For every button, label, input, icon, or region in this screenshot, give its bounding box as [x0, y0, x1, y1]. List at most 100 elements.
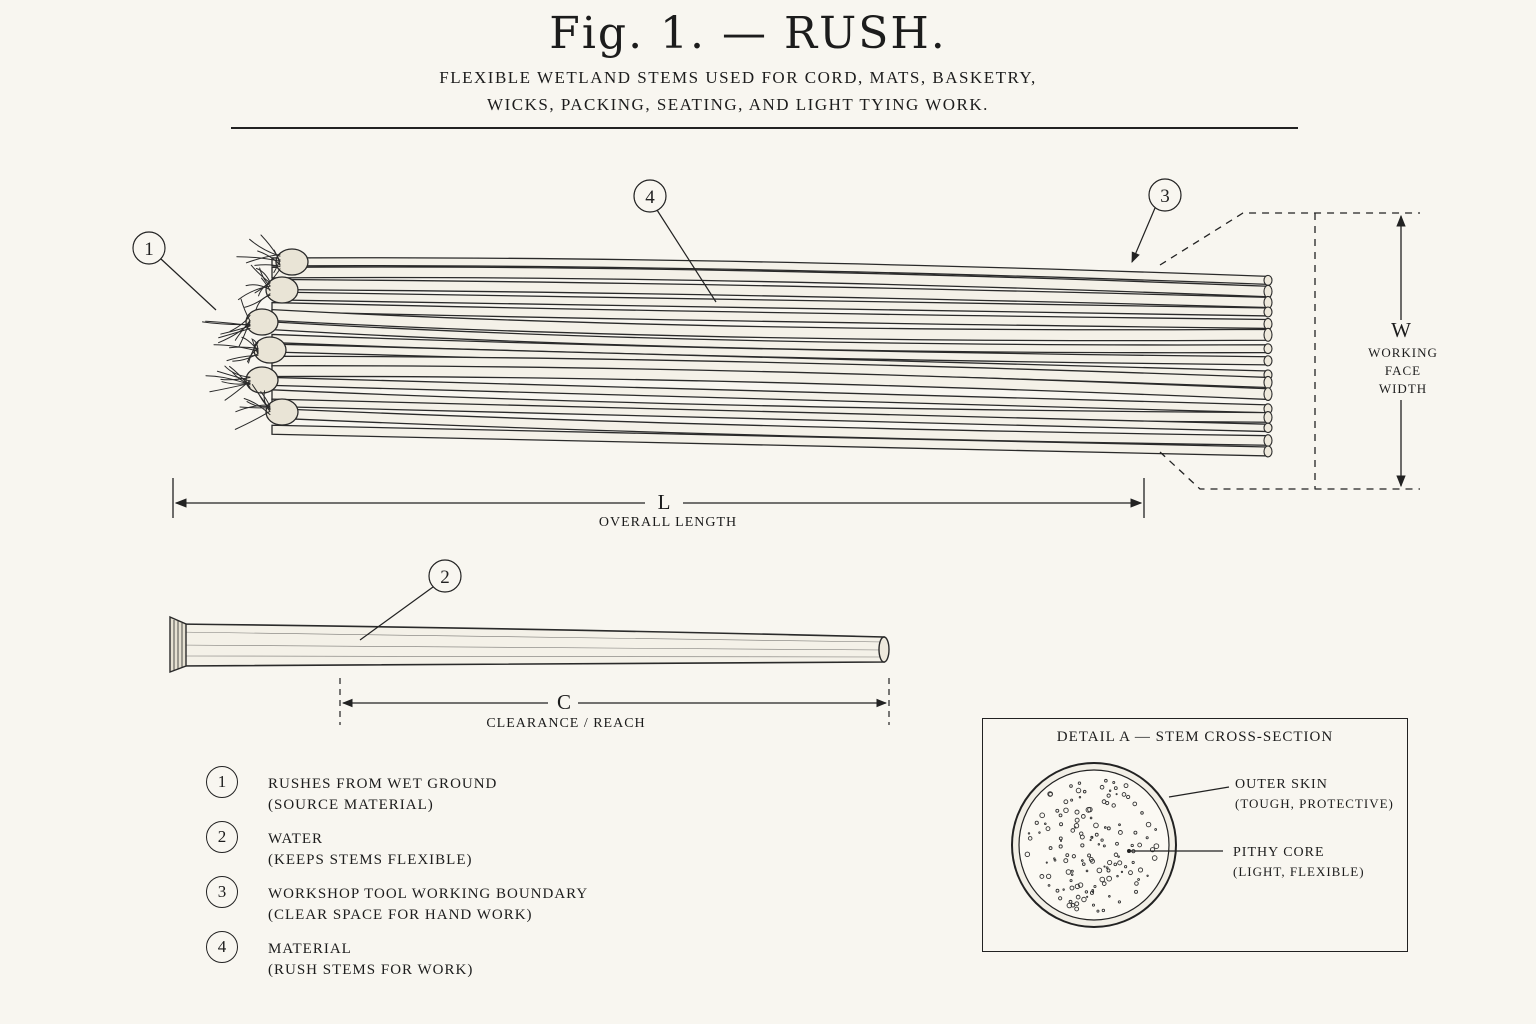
- pith-cell: [1126, 794, 1131, 800]
- pith-cell: [1105, 866, 1109, 870]
- detail-a-box: DETAIL A — STEM CROSS-SECTION OUTER SKIN…: [982, 718, 1408, 952]
- rush-root: [263, 390, 271, 412]
- pith-cell: [1117, 900, 1121, 904]
- pith-cell: [1128, 870, 1133, 876]
- pith-cell: [1096, 909, 1100, 913]
- pith-cell: [1137, 878, 1140, 881]
- pith-cell: [1145, 821, 1152, 828]
- pith-cell: [1108, 895, 1111, 898]
- clearance-dimension: [339, 678, 890, 725]
- pith-cell: [1089, 816, 1093, 820]
- pith-cell: [1039, 874, 1045, 879]
- pith-cell: [1070, 869, 1074, 873]
- pith-cell: [1134, 889, 1138, 894]
- pith-cell: [1106, 826, 1111, 831]
- rush-root: [243, 397, 271, 416]
- pithy-core-label: PITHY CORE (LIGHT, FLEXIBLE): [1233, 843, 1365, 881]
- length-label: OVERALL LENGTH: [598, 515, 738, 530]
- length-letter: L: [657, 490, 671, 514]
- rush-root: [229, 314, 251, 332]
- rush-root: [234, 410, 271, 430]
- pith-cell: [1106, 875, 1112, 882]
- pith-cell: [1066, 902, 1073, 909]
- legend-text: WATER (KEEPS STEMS FLEXIBLE): [268, 829, 688, 871]
- rush-stem-end: [1263, 445, 1273, 458]
- pith-cell: [1044, 822, 1047, 825]
- pithy-core-title: PITHY CORE: [1233, 845, 1325, 860]
- pith-cell: [1101, 908, 1106, 913]
- pith-cell: [1080, 814, 1086, 819]
- pith-cell: [1077, 781, 1082, 785]
- legend-subline: (KEEPS STEMS FLEXIBLE): [268, 852, 473, 868]
- pith-cell: [1080, 843, 1085, 848]
- clearance-letter: C: [556, 690, 571, 714]
- pith-cell: [1116, 874, 1119, 878]
- pith-cell: [1099, 784, 1105, 790]
- rush-root: [258, 282, 271, 297]
- figure-subtitle: FLEXIBLE WETLAND STEMS USED FOR CORD, MA…: [0, 64, 1476, 118]
- pith-cell: [1094, 832, 1099, 837]
- rush-stem-end: [1263, 327, 1273, 342]
- pith-cell: [1065, 869, 1072, 875]
- pith-cell: [1069, 885, 1075, 891]
- outer-skin-desc: (TOUGH, PROTECTIVE): [1235, 796, 1394, 811]
- pith-cell: [1058, 813, 1063, 818]
- pith-cell: [1074, 809, 1080, 815]
- pith-cell: [1112, 780, 1116, 784]
- legend-subline: (SOURCE MATERIAL): [268, 797, 434, 813]
- rush-stem-end: [1263, 343, 1273, 355]
- stem-cross-section: [1011, 762, 1230, 928]
- subtitle-line-2: WICKS, PACKING, SEATING, AND LIGHT TYING…: [487, 95, 989, 114]
- legend-line: RUSHES FROM WET GROUND: [268, 776, 498, 792]
- pith-cell: [1130, 843, 1134, 848]
- pith-cell: [1053, 858, 1057, 862]
- rush-stem-end: [1263, 375, 1273, 390]
- rush-root: [237, 285, 271, 301]
- pith-cell: [1048, 791, 1053, 797]
- pith-cell: [1070, 903, 1076, 908]
- rush-root: [229, 365, 251, 388]
- pith-cell: [1069, 879, 1073, 883]
- rush-root: [255, 268, 271, 283]
- pith-cell: [1103, 826, 1107, 829]
- width-label-line-1: WORKING: [1368, 345, 1438, 360]
- rush-base: [275, 248, 309, 276]
- length-dimension: [172, 478, 1145, 518]
- rush-root: [259, 395, 271, 410]
- legend-number: 3: [206, 876, 238, 908]
- pith-cell: [1074, 883, 1081, 890]
- pith-cell: [1113, 862, 1118, 867]
- rush-root: [260, 234, 281, 262]
- legend-line: WATER: [268, 831, 323, 847]
- pith-cell: [1063, 858, 1069, 864]
- legend-number: 4: [206, 931, 238, 963]
- legend-text: RUSHES FROM WET GROUND (SOURCE MATERIAL): [268, 774, 688, 816]
- clearance-label: CLEARANCE / REACH: [486, 716, 646, 731]
- pith-cell: [1069, 784, 1073, 788]
- rush-root: [216, 370, 251, 382]
- pith-cell: [1077, 882, 1084, 888]
- width-label: WORKING FACE WIDTH: [1356, 344, 1450, 398]
- rush-root: [240, 298, 251, 322]
- pith-cell: [1093, 822, 1099, 829]
- pith-cell: [1085, 869, 1089, 873]
- pith-cell: [1101, 881, 1107, 886]
- callout-3: 3: [1131, 178, 1182, 263]
- rush-stem-end: [1263, 422, 1273, 434]
- pith-cell: [1096, 867, 1103, 874]
- pith-cell: [1134, 881, 1139, 886]
- pith-cell: [1117, 830, 1123, 835]
- rush-stem-end: [1263, 434, 1273, 447]
- pith-cell: [1146, 874, 1149, 877]
- pith-cell: [1124, 865, 1128, 869]
- rush-root: [226, 354, 259, 362]
- pith-cell: [1084, 890, 1089, 894]
- pith-cell: [1047, 884, 1051, 887]
- rush-root: [218, 328, 251, 339]
- pith-cell: [1065, 853, 1070, 858]
- pith-cell: [1105, 800, 1110, 806]
- pith-cell: [1113, 786, 1118, 791]
- legend-text: MATERIAL (RUSH STEMS FOR WORK): [268, 939, 688, 981]
- pith-cell: [1070, 798, 1074, 802]
- pith-cell: [1132, 801, 1138, 807]
